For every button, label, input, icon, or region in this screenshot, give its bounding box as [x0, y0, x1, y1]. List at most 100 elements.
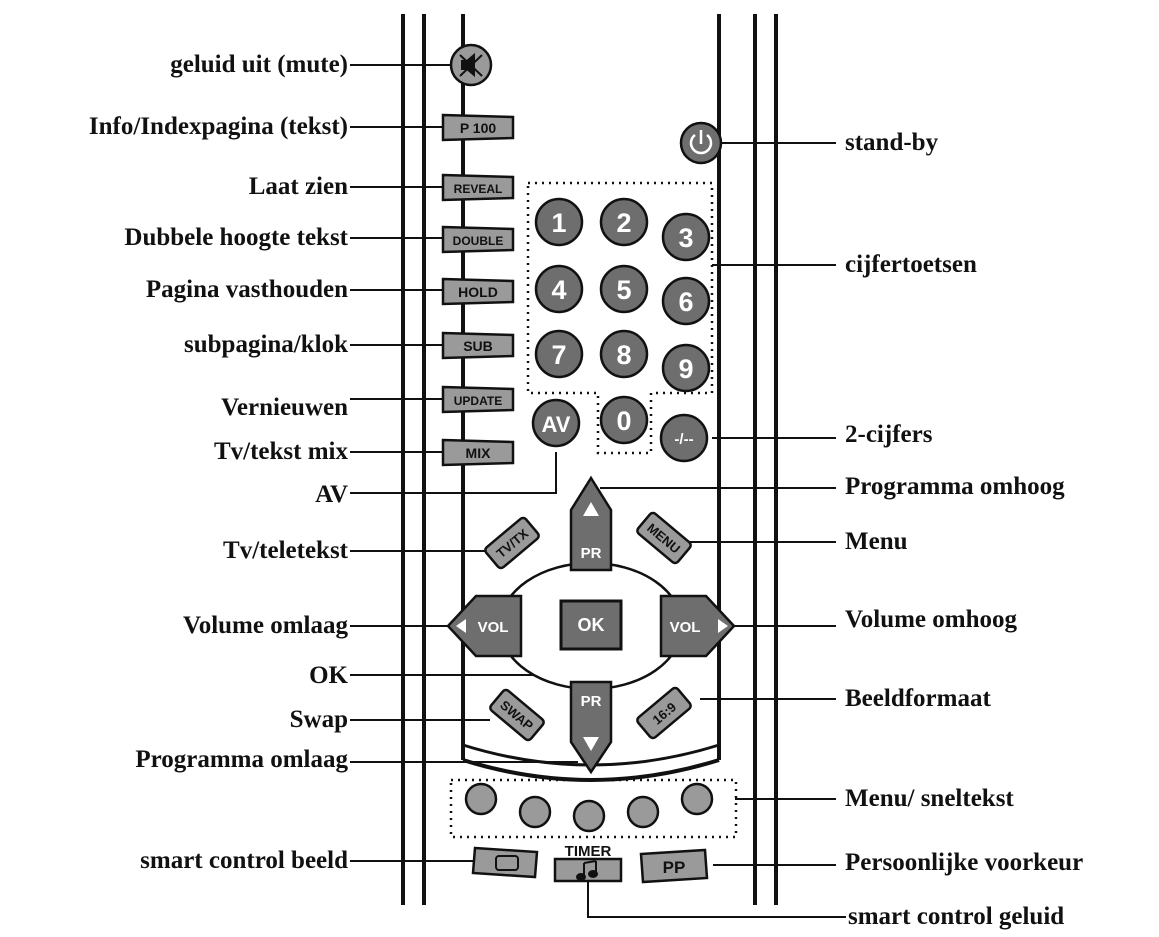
label-menu-fasttext: Menu/ sneltekst [845, 785, 1014, 812]
digit-6-button[interactable]: 6 [661, 276, 711, 326]
teletext-keys: P 100 REVEAL DOUBLE HOLD SUB UPDATE MIX [441, 113, 515, 467]
color-key-1[interactable] [464, 782, 498, 816]
volume-up-label: VOL [670, 619, 701, 636]
reveal-button[interactable]: REVEAL [441, 173, 515, 202]
digit-8-button[interactable]: 8 [599, 329, 649, 379]
update-button[interactable]: UPDATE [441, 385, 515, 414]
music-note-icon [576, 860, 598, 881]
program-down-label: PR [581, 693, 602, 710]
sub-button[interactable]: SUB [441, 331, 515, 360]
triangle-right-icon [718, 619, 728, 633]
volume-down-button[interactable]: VOL [446, 594, 523, 658]
digit-2-button[interactable]: 2 [599, 197, 649, 247]
digit-1-label: 1 [551, 208, 566, 238]
label-mute: geluid uit (mute) [170, 51, 348, 78]
callout-lines [350, 64, 846, 918]
label-reveal: Laat zien [248, 173, 348, 200]
ok-button[interactable]: OK [559, 599, 623, 651]
digit-7-button[interactable]: 7 [534, 329, 584, 379]
p100-label: P 100 [460, 120, 497, 136]
label-standby: stand-by [845, 129, 939, 156]
av-button[interactable]: AV [531, 398, 581, 448]
color-key-3[interactable] [572, 799, 606, 833]
update-label: UPDATE [454, 394, 502, 408]
smart-sound-button[interactable] [553, 857, 623, 883]
speaker-muted-icon [459, 52, 483, 78]
hold-button[interactable]: HOLD [441, 277, 515, 306]
label-hold: Pagina vasthouden [145, 276, 348, 303]
pp-button[interactable]: PP [639, 848, 709, 884]
digit-8-label: 8 [616, 340, 631, 370]
program-up-label: PR [581, 545, 602, 562]
p100-button[interactable]: P 100 [441, 113, 515, 142]
label-mix: Tv/tekst mix [213, 438, 348, 465]
volume-down-label: VOL [478, 619, 509, 636]
ok-label: OK [578, 615, 605, 635]
digit-7-label: 7 [551, 340, 566, 370]
label-update: Vernieuwen [221, 394, 348, 421]
digit-2-label: 2 [616, 208, 631, 238]
digit-9-button[interactable]: 9 [661, 343, 711, 393]
mix-button[interactable]: MIX [441, 438, 515, 467]
triangle-down-icon [583, 737, 599, 751]
number-pad-outline [526, 181, 714, 455]
color-key-5[interactable] [680, 782, 714, 816]
digit-1-button[interactable]: 1 [534, 197, 584, 247]
label-volume-down: Volume omlaag [182, 612, 348, 639]
label-program-down: Programma omlaag [135, 746, 348, 773]
label-subpage: subpagina/klok [184, 331, 348, 358]
two-digit-label: -/-- [674, 431, 693, 448]
av-label: AV [542, 412, 571, 437]
digit-5-label: 5 [616, 275, 631, 305]
digit-0-label: 0 [616, 406, 631, 436]
color-key-2[interactable] [518, 795, 552, 829]
digit-4-button[interactable]: 4 [534, 264, 584, 314]
color-key-4[interactable] [626, 795, 660, 829]
tvtx-button[interactable]: TV/TX [484, 516, 541, 570]
digit-9-label: 9 [678, 354, 693, 384]
timer-label: TIMER [565, 843, 612, 860]
mix-label: MIX [466, 445, 492, 461]
volume-up-button[interactable]: VOL [659, 594, 736, 658]
power-icon [689, 130, 713, 155]
smart-picture-button[interactable] [471, 846, 539, 879]
digit-5-button[interactable]: 5 [599, 264, 649, 314]
program-down-button[interactable]: PR [569, 680, 613, 775]
two-digit-button[interactable]: -/-- [659, 413, 709, 463]
menu-button[interactable]: MENU [636, 511, 693, 565]
label-smart-picture: smart control beeld [140, 847, 348, 874]
digit-0-button[interactable]: 0 [599, 395, 649, 445]
label-smart-sound: smart control geluid [848, 903, 1065, 930]
label-program-up: Programma omhoog [845, 473, 1065, 500]
digit-4-label: 4 [551, 275, 566, 305]
digit-keys: 1 2 3 4 5 6 7 8 [534, 197, 711, 445]
label-swap: Swap [289, 706, 348, 733]
digit-3-button[interactable]: 3 [661, 212, 711, 262]
label-two-digit: 2-cijfers [845, 421, 933, 448]
color-keys [464, 782, 714, 833]
double-label: DOUBLE [453, 234, 504, 248]
label-aspect: Beeldformaat [845, 685, 991, 712]
label-av: AV [315, 481, 348, 508]
triangle-up-icon [583, 502, 599, 516]
label-ok: OK [309, 662, 348, 689]
label-volume-up: Volume omhoog [845, 606, 1018, 633]
label-tv-teletext: Tv/teletekst [223, 537, 348, 564]
digit-6-label: 6 [678, 287, 693, 317]
label-personal-preference: Persoonlijke voorkeur [845, 849, 1084, 876]
program-up-button[interactable]: PR [569, 475, 613, 572]
sub-label: SUB [463, 338, 493, 354]
aspect-button[interactable]: 16:9 [636, 686, 693, 740]
double-button[interactable]: DOUBLE [441, 225, 515, 254]
screen-icon [495, 855, 519, 871]
color-keys-outline [449, 778, 738, 839]
mute-button[interactable] [449, 43, 493, 87]
swap-button[interactable]: SWAP [489, 688, 546, 742]
triangle-left-icon [456, 619, 466, 633]
digit-3-label: 3 [678, 223, 693, 253]
navigation-cluster: PR PR VOL VOL OK [446, 475, 736, 775]
label-menu: Menu [845, 528, 908, 555]
standby-button[interactable] [679, 121, 723, 165]
pp-label: PP [663, 858, 686, 877]
